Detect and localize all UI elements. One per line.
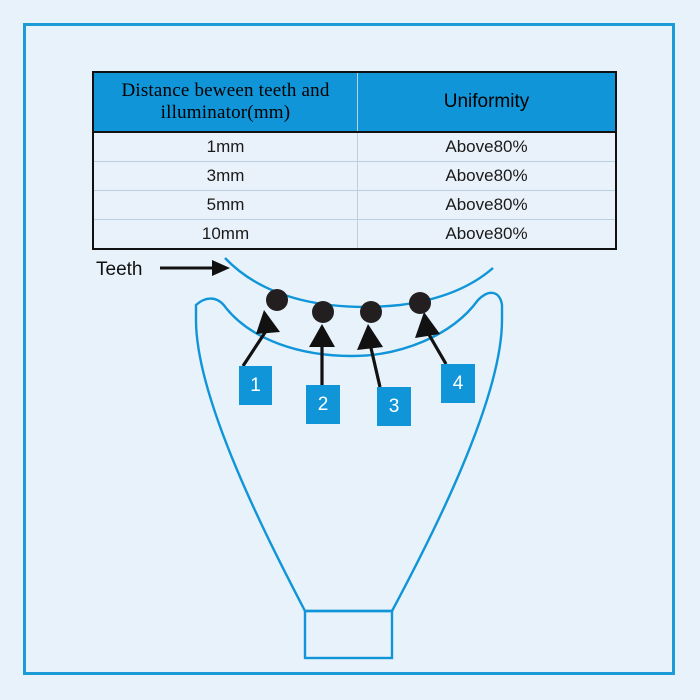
pointer-arrow-2 [309, 324, 335, 385]
measurement-dot-3 [360, 301, 382, 323]
table-row: 5mm Above80% [92, 190, 617, 220]
column-header-distance: Distance beween teeth and illuminator(mm… [92, 71, 358, 133]
cell-distance: 1mm [92, 131, 358, 162]
column-header-uniformity: Uniformity [357, 71, 617, 133]
table-row: 3mm Above80% [92, 161, 617, 191]
cell-uniformity: Above80% [357, 131, 617, 162]
table-header-row: Distance beween teeth and illuminator(mm… [92, 71, 617, 133]
handle-rectangle [303, 609, 394, 660]
measurement-dot-2 [312, 301, 334, 323]
teeth-label: Teeth [96, 259, 143, 280]
uniformity-table: Distance beween teeth and illuminator(mm… [92, 71, 617, 250]
mouthpiece-outline [194, 291, 504, 613]
teeth-pointer-arrow [160, 260, 230, 276]
pointer-arrow-1 [241, 310, 280, 367]
upper-arch-line [224, 257, 494, 309]
pointer-arrow-3 [357, 324, 383, 388]
cell-distance: 3mm [92, 161, 358, 191]
table-row: 10mm Above80% [92, 219, 617, 249]
table-header: Distance beween teeth and illuminator(mm… [92, 71, 617, 133]
cell-distance: 10mm [92, 219, 358, 249]
cell-uniformity: Above80% [357, 190, 617, 220]
measurement-box-3: 3 [377, 387, 411, 426]
cell-uniformity: Above80% [357, 219, 617, 249]
measurement-box-2: 2 [306, 385, 340, 424]
measurement-dot-1 [266, 289, 288, 311]
measurement-dot-4 [409, 292, 431, 314]
measurement-box-4: 4 [441, 364, 475, 403]
cell-distance: 5mm [92, 190, 358, 220]
measurement-box-1: 1 [239, 366, 272, 405]
pointer-arrow-4 [415, 312, 448, 365]
table-body: 1mm Above80% 3mm Above80% 5mm Above80% 1… [92, 131, 617, 249]
table-row: 1mm Above80% [92, 131, 617, 162]
